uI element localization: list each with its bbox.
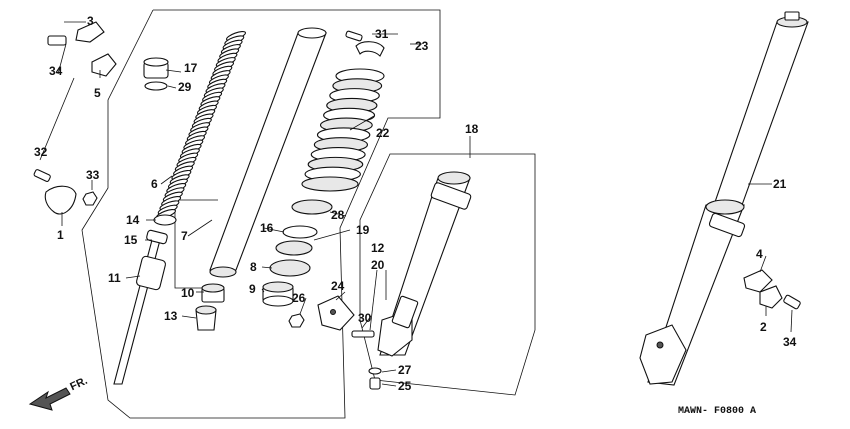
fork-spring	[155, 31, 247, 219]
socket-bolt	[369, 377, 381, 390]
stopper-ring	[282, 225, 318, 239]
callout-9: 9	[249, 282, 256, 296]
guide-bolt	[33, 169, 51, 182]
callout-30: 30	[358, 311, 372, 325]
fork-bolt	[143, 57, 169, 79]
callout-21: 21	[773, 177, 787, 191]
callout-32: 32	[34, 145, 48, 159]
brake-hose-clamp	[47, 21, 117, 77]
callout-14: 14	[126, 213, 140, 227]
callout-2: 2	[760, 320, 767, 334]
stud-bolt	[351, 330, 375, 338]
callout-33: 33	[86, 168, 100, 182]
callout-1: 1	[57, 228, 64, 242]
callout-25: 25	[398, 379, 412, 393]
fork-slider	[377, 171, 472, 357]
piston-ring	[153, 214, 177, 226]
back-up-ring	[269, 259, 311, 277]
front-direction-arrow	[28, 387, 71, 411]
oil-lock-piece	[195, 305, 217, 331]
damper-rod	[113, 229, 168, 385]
callout-24: 24	[331, 279, 345, 293]
oil-seal	[275, 240, 313, 256]
callout-11: 11	[108, 271, 121, 285]
inner-fork-tube	[209, 27, 327, 278]
inner-tube-frame	[174, 199, 218, 289]
fork-clamp-set	[345, 30, 385, 57]
callout-23: 23	[415, 39, 429, 53]
flange-nut	[288, 313, 305, 328]
guide-nut	[82, 191, 98, 206]
callout-7: 7	[181, 229, 188, 243]
callout-29: 29	[178, 80, 192, 94]
callout-17: 17	[184, 61, 198, 75]
front-fork-assembly	[639, 11, 809, 386]
fork-slider-frame	[359, 153, 536, 396]
brake-hose-guide	[44, 185, 77, 215]
brake-hose-bracket	[317, 295, 355, 331]
sealing-washer	[368, 367, 382, 375]
callout-15: 15	[124, 233, 138, 247]
callout-28: 28	[331, 208, 345, 222]
callout-8: 8	[250, 260, 257, 274]
callout-4: 4	[756, 247, 763, 261]
callout-27: 27	[398, 363, 412, 377]
dust-seal	[291, 199, 333, 215]
callout-34-right: 34	[783, 335, 797, 349]
lower-hose-clamp	[743, 269, 801, 310]
guide-bushing	[201, 283, 225, 303]
callout-31: 31	[375, 27, 389, 41]
o-ring	[144, 81, 168, 91]
slider-bushing	[262, 281, 294, 307]
callout-16: 16	[260, 221, 274, 235]
assembly-frame	[81, 9, 441, 419]
callout-13: 13	[164, 309, 178, 323]
leader-lines	[39, 21, 793, 387]
callout-6: 6	[151, 177, 158, 191]
callout-18: 18	[465, 122, 479, 136]
callout-5: 5	[94, 86, 101, 100]
diagram-code: MAWN- F0800 A	[678, 406, 757, 417]
callout-22: 22	[376, 126, 390, 140]
callout-10: 10	[181, 286, 195, 300]
callout-26: 26	[292, 291, 306, 305]
fork-dust-boot	[301, 68, 385, 192]
callout-34-left: 34	[49, 64, 63, 78]
callout-3: 3	[87, 14, 94, 28]
callout-12: 12	[371, 241, 385, 255]
callout-20: 20	[371, 258, 385, 272]
callout-19: 19	[356, 223, 370, 237]
